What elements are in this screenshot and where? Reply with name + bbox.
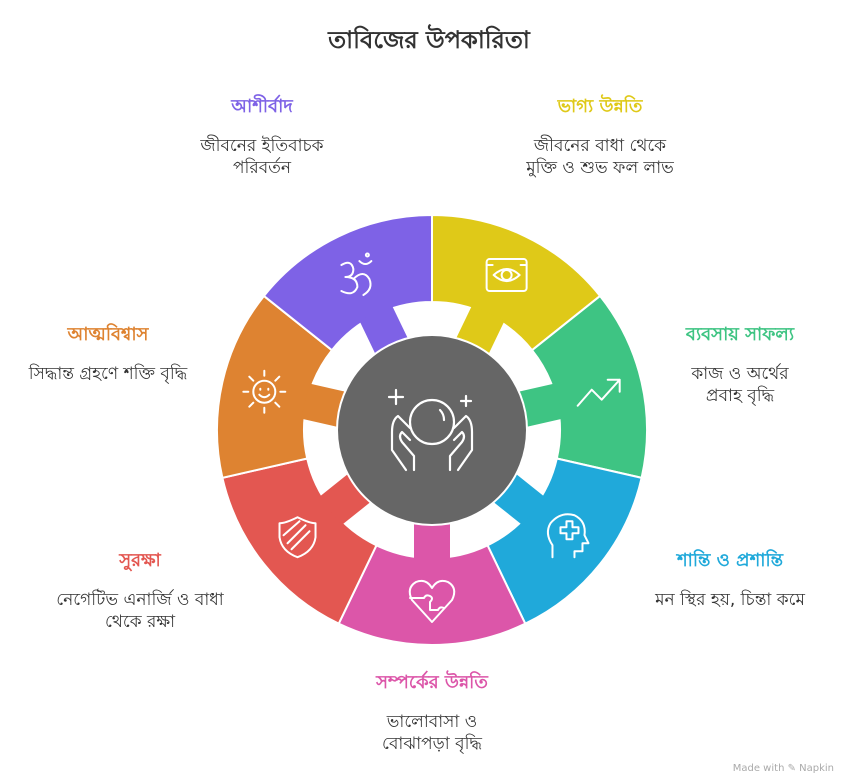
label-protection: সুরক্ষা নেগেটিভ এনার্জি ও বাধা থেকে রক্ষ…	[20, 546, 260, 633]
label-title: আশীর্বাদ	[231, 96, 293, 117]
label-title: আত্মবিশ্বাস	[67, 324, 149, 345]
label-title: সুরক্ষা	[119, 550, 161, 571]
segment-sun-smile	[216, 294, 349, 480]
label-blessing: আশীর্বাদ জীবনের ইতিবাচক পরিবর্তন	[142, 92, 382, 179]
segment-tab	[414, 520, 450, 560]
heart-puzzle-icon	[408, 579, 456, 623]
segment-arc	[262, 213, 433, 352]
label-desc: মন স্থির হয়, চিন্তা কমে	[655, 590, 805, 610]
label-desc: জীবনের বাধা থেকে মুক্তি ও শুভ ফল লাভ	[526, 136, 674, 178]
head-health-icon	[546, 513, 590, 559]
label-luck: ভাগ্য উন্নতি জীবনের বাধা থেকে মুক্তি ও শ…	[480, 92, 720, 179]
hands-holding-crystal-ball-icon	[387, 388, 474, 472]
label-title: ব্যবসায় সাফল্য	[685, 324, 795, 345]
page-title: তাবিজের উপকারিতা	[328, 26, 530, 54]
trending-up-icon	[576, 378, 621, 407]
sun-smile-icon	[242, 369, 287, 414]
label-title: সম্পর্কের উন্নতি	[376, 672, 488, 693]
segment-trending-up	[515, 294, 648, 480]
label-desc: জীবনের ইতিবাচক পরিবর্তন	[200, 136, 324, 178]
label-relationship: সম্পর্কের উন্নতি ভালোবাসা ও বোঝাপড়া বৃদ…	[312, 668, 552, 755]
napkin-credit: Made with ✎ Napkin	[732, 763, 834, 774]
om-icon	[340, 252, 373, 297]
label-desc: ভালোবাসা ও বোঝাপড়া বৃদ্ধি	[382, 712, 482, 754]
label-peace: শান্তি ও প্রশান্তি মন স্থির হয়, চিন্তা …	[620, 546, 840, 611]
segment-tab	[301, 383, 349, 428]
center-circle	[336, 334, 528, 526]
shield-icon	[278, 516, 317, 559]
label-desc: সিদ্ধান্ত গ্রহণে শক্তি বৃদ্ধি	[28, 364, 188, 384]
label-business: ব্যবসায় সাফল্য কাজ ও অর্থের প্রবাহ বৃদ্…	[640, 320, 840, 407]
eye-icon	[485, 258, 528, 293]
segment-heart-puzzle	[337, 520, 527, 646]
label-desc: নেগেটিভ এনার্জি ও বাধা থেকে রক্ষা	[56, 590, 224, 632]
label-title: শান্তি ও প্রশান্তি	[676, 550, 784, 571]
label-confidence: আত্মবিশ্বাস সিদ্ধান্ত গ্রহণে শক্তি বৃদ্ধ…	[0, 320, 216, 385]
segment-tab	[515, 383, 563, 428]
label-desc: কাজ ও অর্থের প্রবাহ বৃদ্ধি	[691, 364, 789, 406]
label-title: ভাগ্য উন্নতি	[557, 96, 643, 117]
